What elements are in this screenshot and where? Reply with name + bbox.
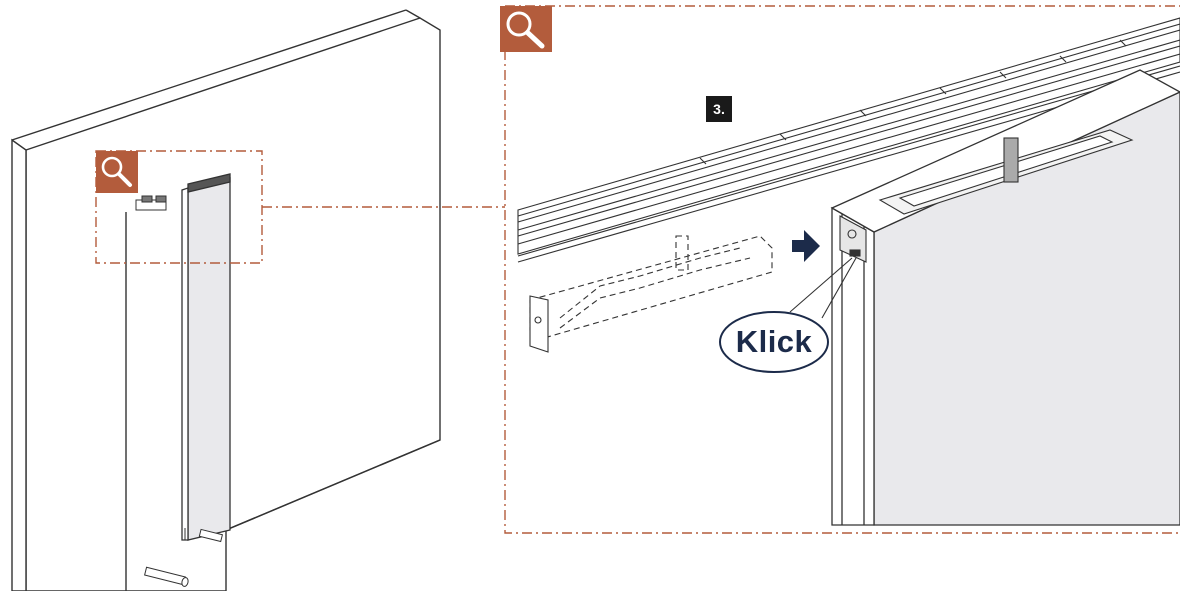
zoom-frame-large (504, 5, 1180, 534)
callout-bubble (719, 311, 829, 373)
top-track (517, 17, 1180, 263)
door-top-fitting (878, 129, 1134, 215)
sliding-panel-left (181, 173, 231, 541)
klick-callout (719, 257, 857, 373)
pin-upper (198, 528, 224, 543)
magnifier-icon (96, 151, 138, 193)
sliding-panel-side (181, 187, 189, 541)
clip-bracket (839, 215, 867, 263)
door-front-face (25, 17, 441, 591)
door-edge (11, 138, 27, 591)
step-number-badge: 3. (706, 96, 732, 122)
sliding-panel-body (187, 177, 231, 541)
fitting-ghost (529, 235, 773, 353)
hanger-rod (1003, 137, 1019, 183)
sliding-panel-top-rail (187, 173, 231, 193)
pins (144, 528, 224, 587)
klick-label: Klick (735, 324, 813, 359)
track-top-surface (517, 17, 1180, 255)
right-arrow-icon (792, 230, 820, 262)
mount-hardware-left (135, 195, 167, 211)
magnifier-icon (500, 6, 552, 52)
